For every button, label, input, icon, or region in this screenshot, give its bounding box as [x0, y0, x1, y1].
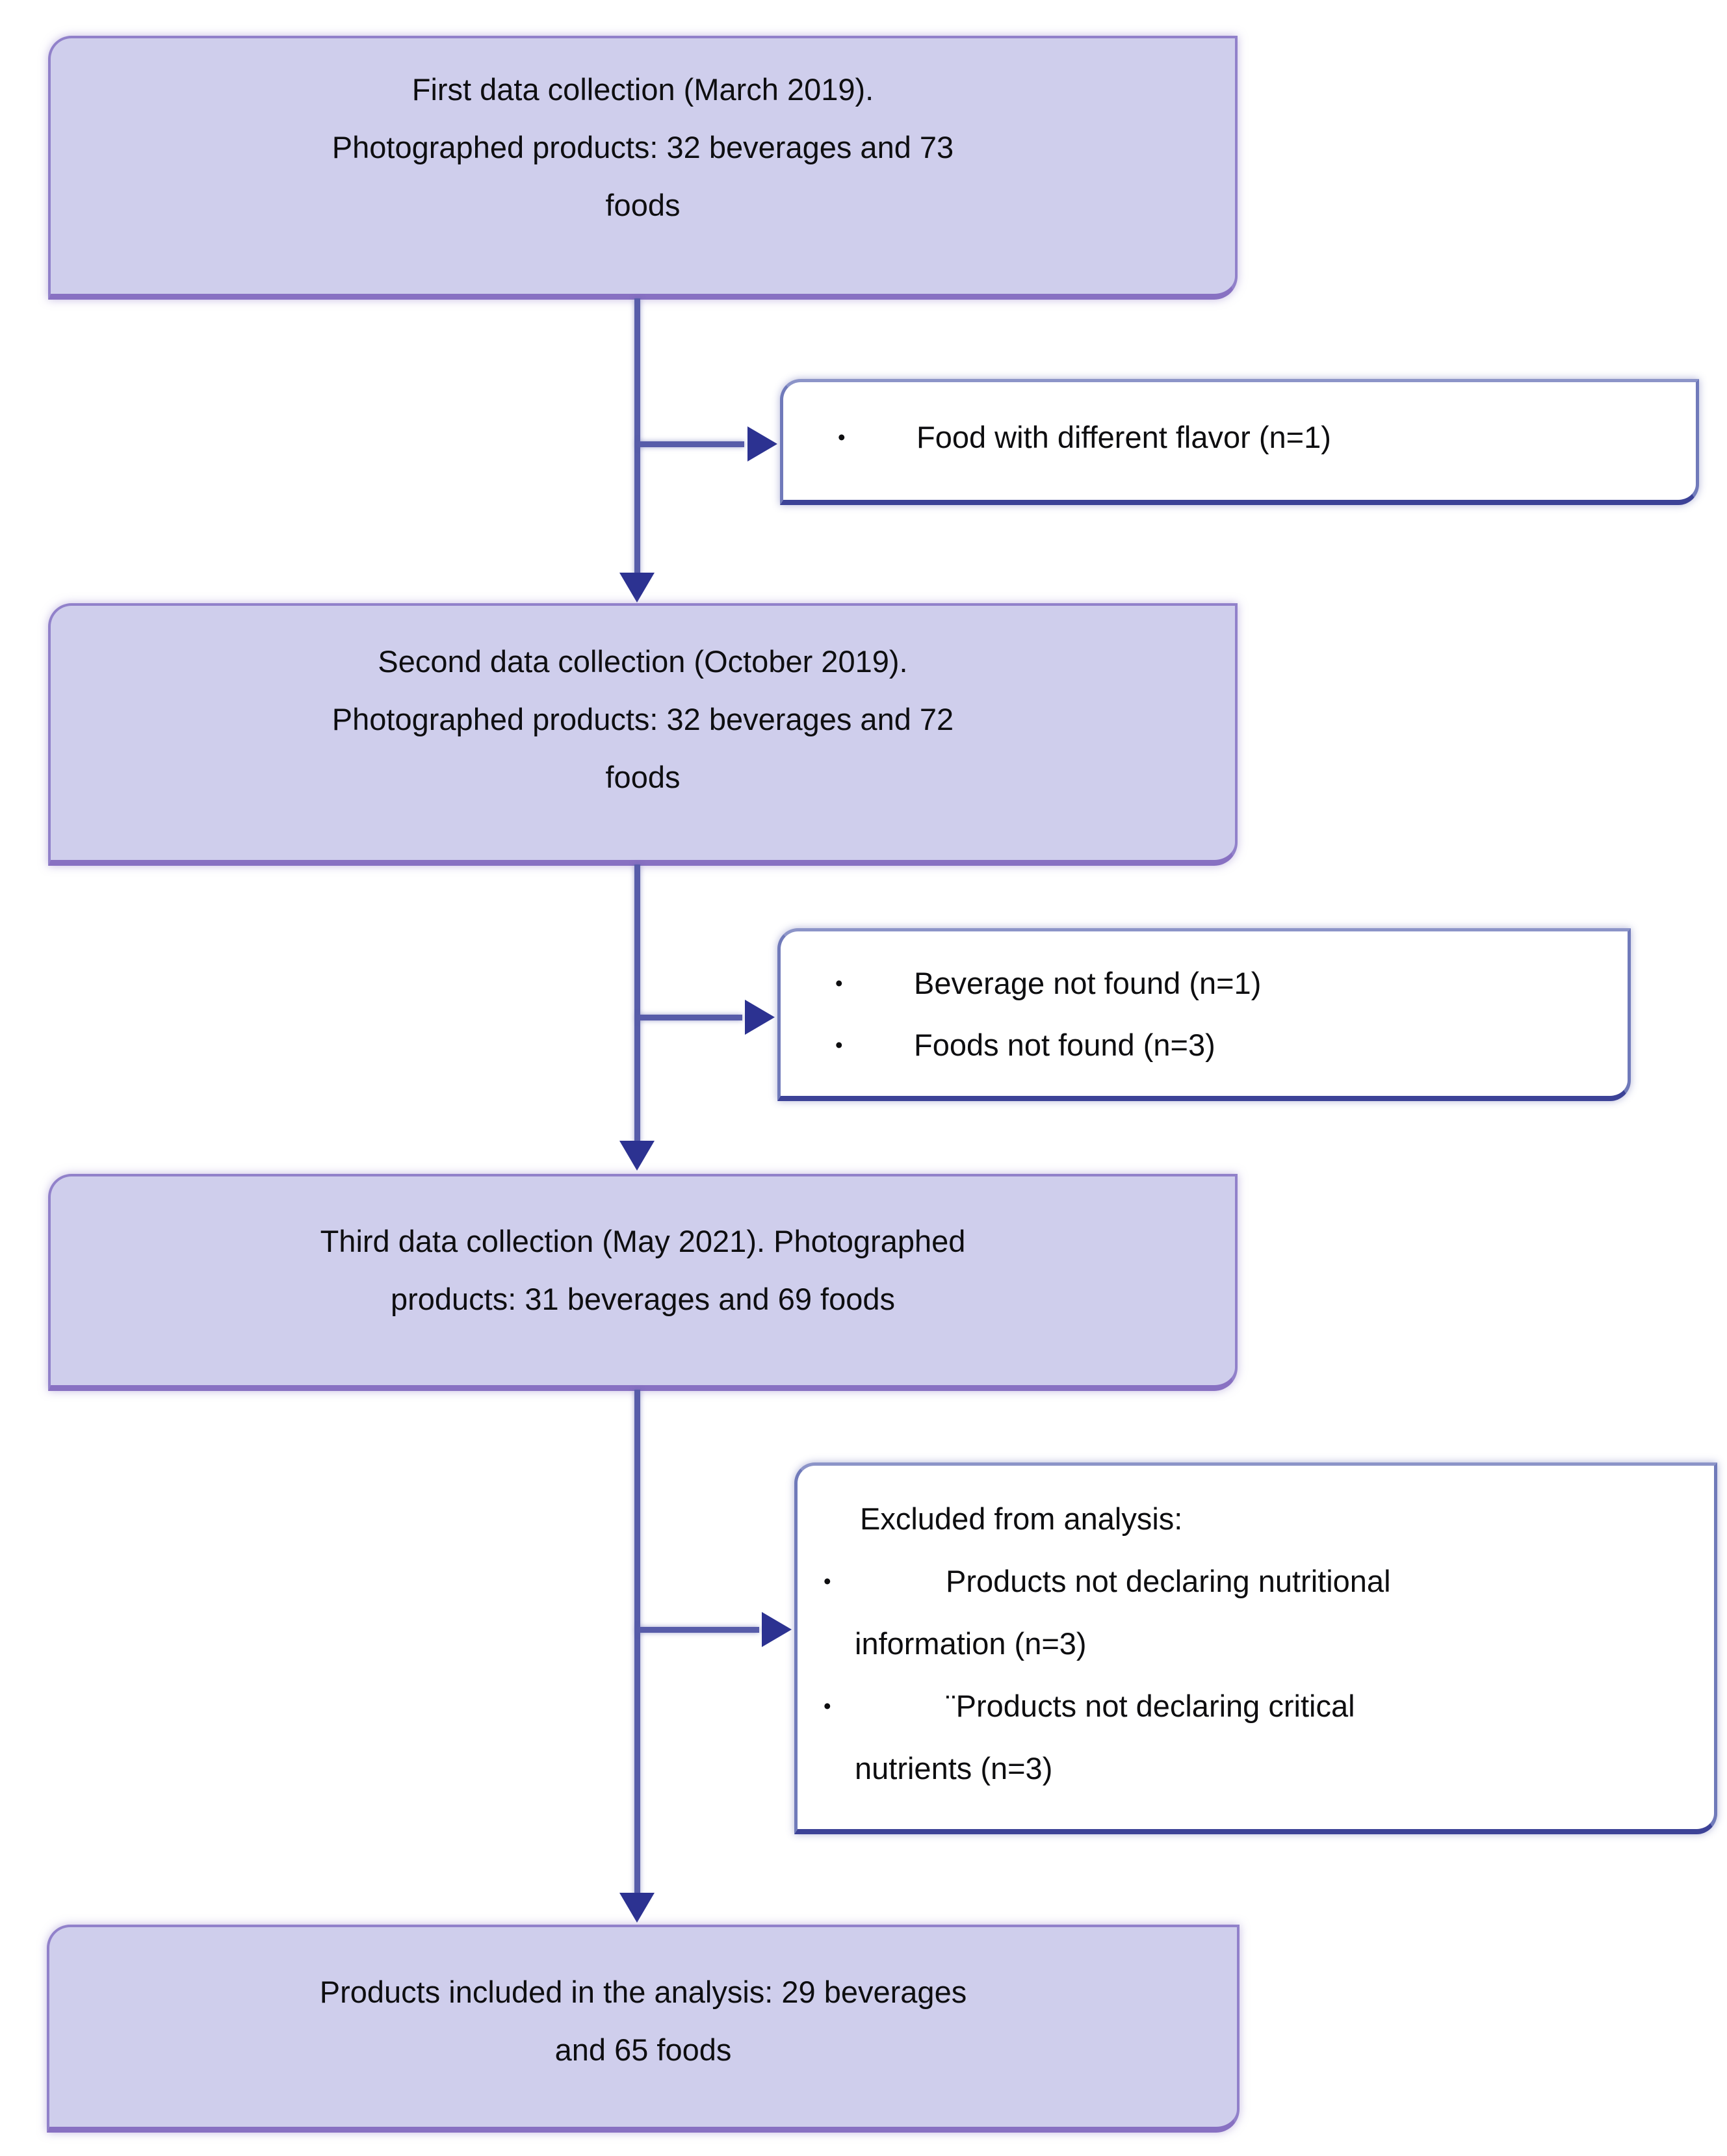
box-excluded-different-flavor: • Food with different flavor (n=1)	[780, 379, 1699, 505]
exclusion-item-label: Products not declaring nutritional	[946, 1564, 1391, 1598]
stage-text-line: Second data collection (October 2019).	[378, 644, 908, 679]
box-third-data-collection: Third data collection (May 2021). Photog…	[48, 1174, 1238, 1391]
stage-text-line: and 65 foods	[554, 2033, 732, 2067]
stage-text-line: products: 31 beverages and 69 foods	[390, 1282, 896, 1316]
exclusion-item-label: nutrients (n=3)	[855, 1751, 1053, 1786]
stage-text-line: Products included in the analysis: 29 be…	[319, 1975, 967, 2009]
stage-text-line: First data collection (March 2019).	[411, 72, 874, 107]
exclusion-item-label: Foods not found (n=3)	[914, 1027, 1215, 1062]
stage-text-line: Photographed products: 32 beverages and …	[331, 130, 954, 164]
box-first-data-collection: First data collection (March 2019). Phot…	[48, 36, 1238, 300]
exclusion-item-label: ¨Products not declaring critical	[946, 1689, 1355, 1723]
stage-text-line: Photographed products: 32 beverages and …	[331, 702, 954, 736]
box-excluded-not-found: • Beverage not found (n=1) • Foods not f…	[777, 928, 1631, 1101]
exclusion-item: • Food with different flavor (n=1)	[783, 406, 1696, 468]
exclusion-item: • Foods not found (n=3)	[781, 1014, 1628, 1076]
bullet-icon: •	[835, 970, 843, 995]
bullet-icon: •	[838, 425, 846, 449]
exclusion-item-label: Beverage not found (n=1)	[914, 965, 1262, 1000]
exclusion-item: • Products not declaring nutritional inf…	[798, 1550, 1714, 1675]
arrowhead-down-icon	[619, 573, 655, 603]
exclusion-item: • ¨Products not declaring critical nutri…	[798, 1675, 1714, 1800]
stage-text-line: Third data collection (May 2021). Photog…	[320, 1224, 966, 1258]
connector-branch-3	[637, 1627, 759, 1633]
box-products-included: Products included in the analysis: 29 be…	[47, 1925, 1240, 2133]
exclusion-item-label: Food with different flavor (n=1)	[916, 420, 1331, 454]
arrowhead-down-icon	[619, 1141, 655, 1171]
connector-branch-1	[637, 441, 744, 447]
connector-vertical-1	[634, 298, 640, 578]
bullet-icon: •	[824, 1694, 831, 1718]
box-second-data-collection: Second data collection (October 2019). P…	[48, 603, 1238, 866]
arrowhead-right-icon	[747, 426, 777, 461]
connector-vertical-2	[634, 864, 640, 1145]
bullet-icon: •	[835, 1032, 843, 1057]
arrowhead-right-icon	[745, 1000, 775, 1035]
stage-text-line: foods	[605, 188, 681, 222]
connector-vertical-3	[634, 1390, 640, 1898]
bullet-icon: •	[824, 1569, 831, 1593]
box-excluded-from-analysis: Excluded from analysis: • Products not d…	[794, 1462, 1717, 1834]
exclusion-item: • Beverage not found (n=1)	[781, 952, 1628, 1014]
stage-text-line: foods	[605, 760, 681, 794]
exclusion-title: Excluded from analysis:	[860, 1501, 1183, 1536]
arrowhead-down-icon	[619, 1893, 655, 1923]
exclusion-item-label: information (n=3)	[855, 1626, 1087, 1661]
connector-branch-2	[637, 1015, 742, 1020]
arrowhead-right-icon	[762, 1612, 792, 1647]
